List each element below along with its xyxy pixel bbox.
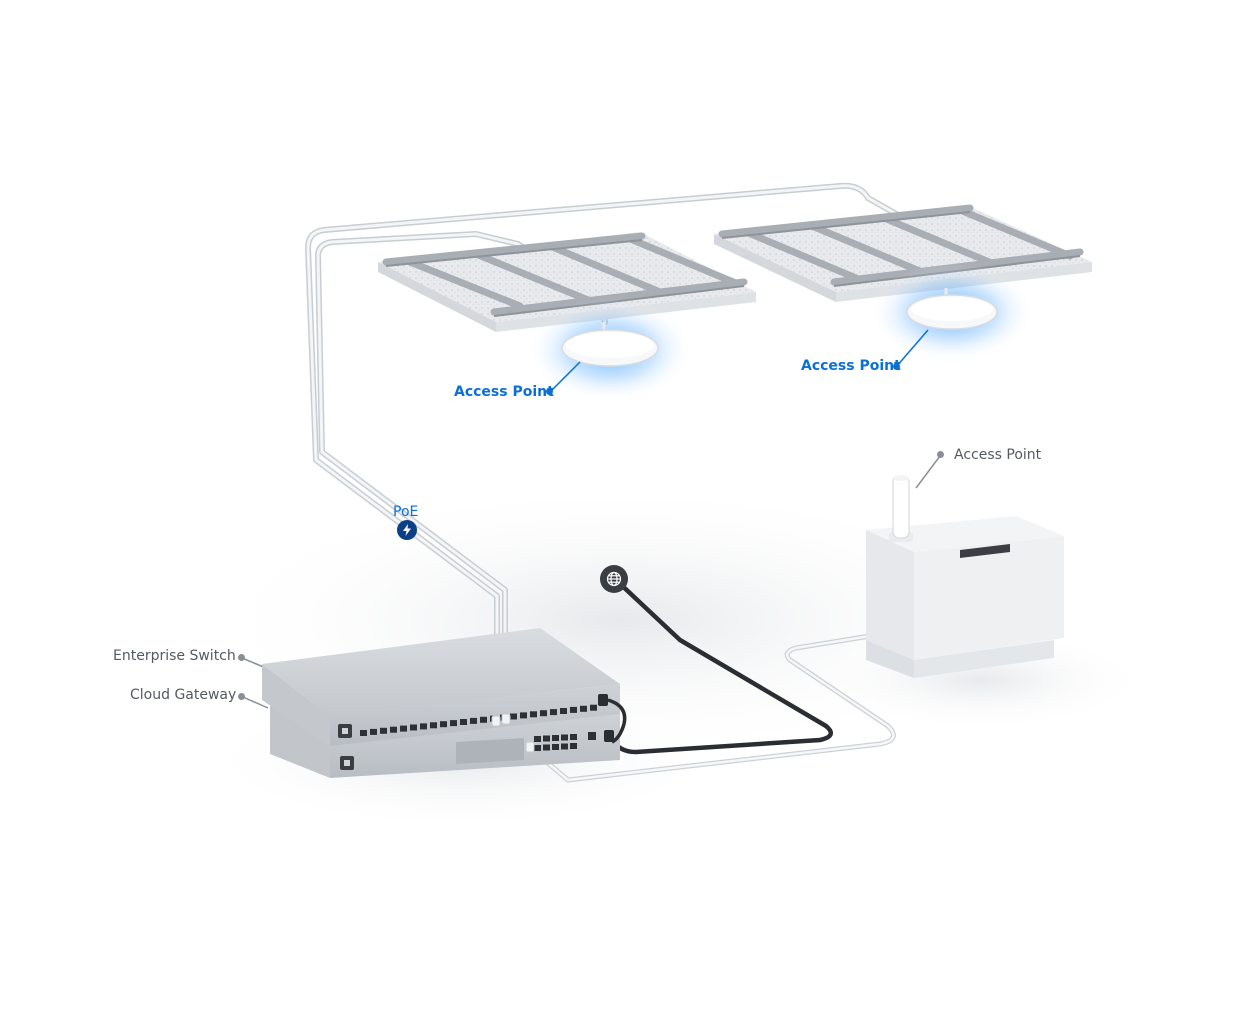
gateway-ports: [534, 734, 577, 751]
switch-port: [460, 719, 467, 725]
enterprise-switch-label: Enterprise Switch: [113, 648, 236, 664]
ceiling-access-point-left-label: Access Point: [454, 384, 554, 400]
gateway-port: [561, 734, 568, 741]
switch-port: [370, 728, 377, 735]
switch-port: [400, 725, 407, 732]
cloud-gateway-dot: [238, 693, 245, 700]
switch-port: [430, 722, 437, 729]
switch-port: [440, 721, 447, 728]
device-connectors: [491, 694, 627, 753]
switch-port: [410, 724, 417, 731]
gateway-port: [552, 735, 559, 741]
ceiling-access-point-right-label: Access Point: [801, 358, 901, 374]
gateway-port: [570, 734, 577, 740]
gateway-port: [543, 735, 550, 742]
switch-port: [470, 717, 477, 724]
cloud-gateway-label: Cloud Gateway: [130, 687, 237, 703]
desk-access-point-label: Access Point: [954, 447, 1042, 463]
switch-port: [510, 713, 517, 720]
gateway-port: [552, 744, 559, 750]
ceiling-access-point-left-dot: [546, 388, 553, 395]
switch-port: [570, 706, 577, 713]
desk-cabinet: [866, 516, 1064, 678]
gateway-port: [561, 743, 568, 750]
ceiling-access-point-right: [870, 262, 1034, 362]
gateway-port: [570, 743, 577, 749]
switch-port: [540, 710, 547, 717]
poe-cable: [305, 182, 948, 723]
ceiling-access-point-left: [528, 298, 692, 402]
switch-port: [520, 712, 527, 719]
gateway-port: [534, 745, 541, 751]
switch-port: [390, 726, 397, 733]
desk-access-point: [889, 475, 913, 542]
switch-port: [590, 704, 597, 711]
switch-port: [560, 708, 567, 714]
switch-port: [450, 720, 457, 727]
gateway-port: [543, 744, 550, 751]
switch-port: [360, 730, 367, 736]
enterprise-switch-dot: [238, 654, 245, 661]
poe-label: PoE: [393, 504, 419, 520]
switch-port: [380, 727, 387, 734]
ceiling-access-point-right-dot: [893, 363, 900, 370]
poe-badge: [397, 520, 417, 540]
desk-access-point-dot: [937, 451, 944, 458]
globe-icon: [606, 571, 622, 587]
gateway-port: [534, 736, 541, 742]
internet-badge: [600, 565, 628, 593]
switch-port: [530, 711, 537, 718]
switch-port: [480, 716, 487, 723]
lightning-bolt-icon: [403, 524, 411, 536]
desk-ap-cable: [527, 633, 896, 783]
switch-port: [420, 723, 427, 730]
switch-port: [580, 705, 587, 712]
switch-port: [550, 709, 557, 716]
